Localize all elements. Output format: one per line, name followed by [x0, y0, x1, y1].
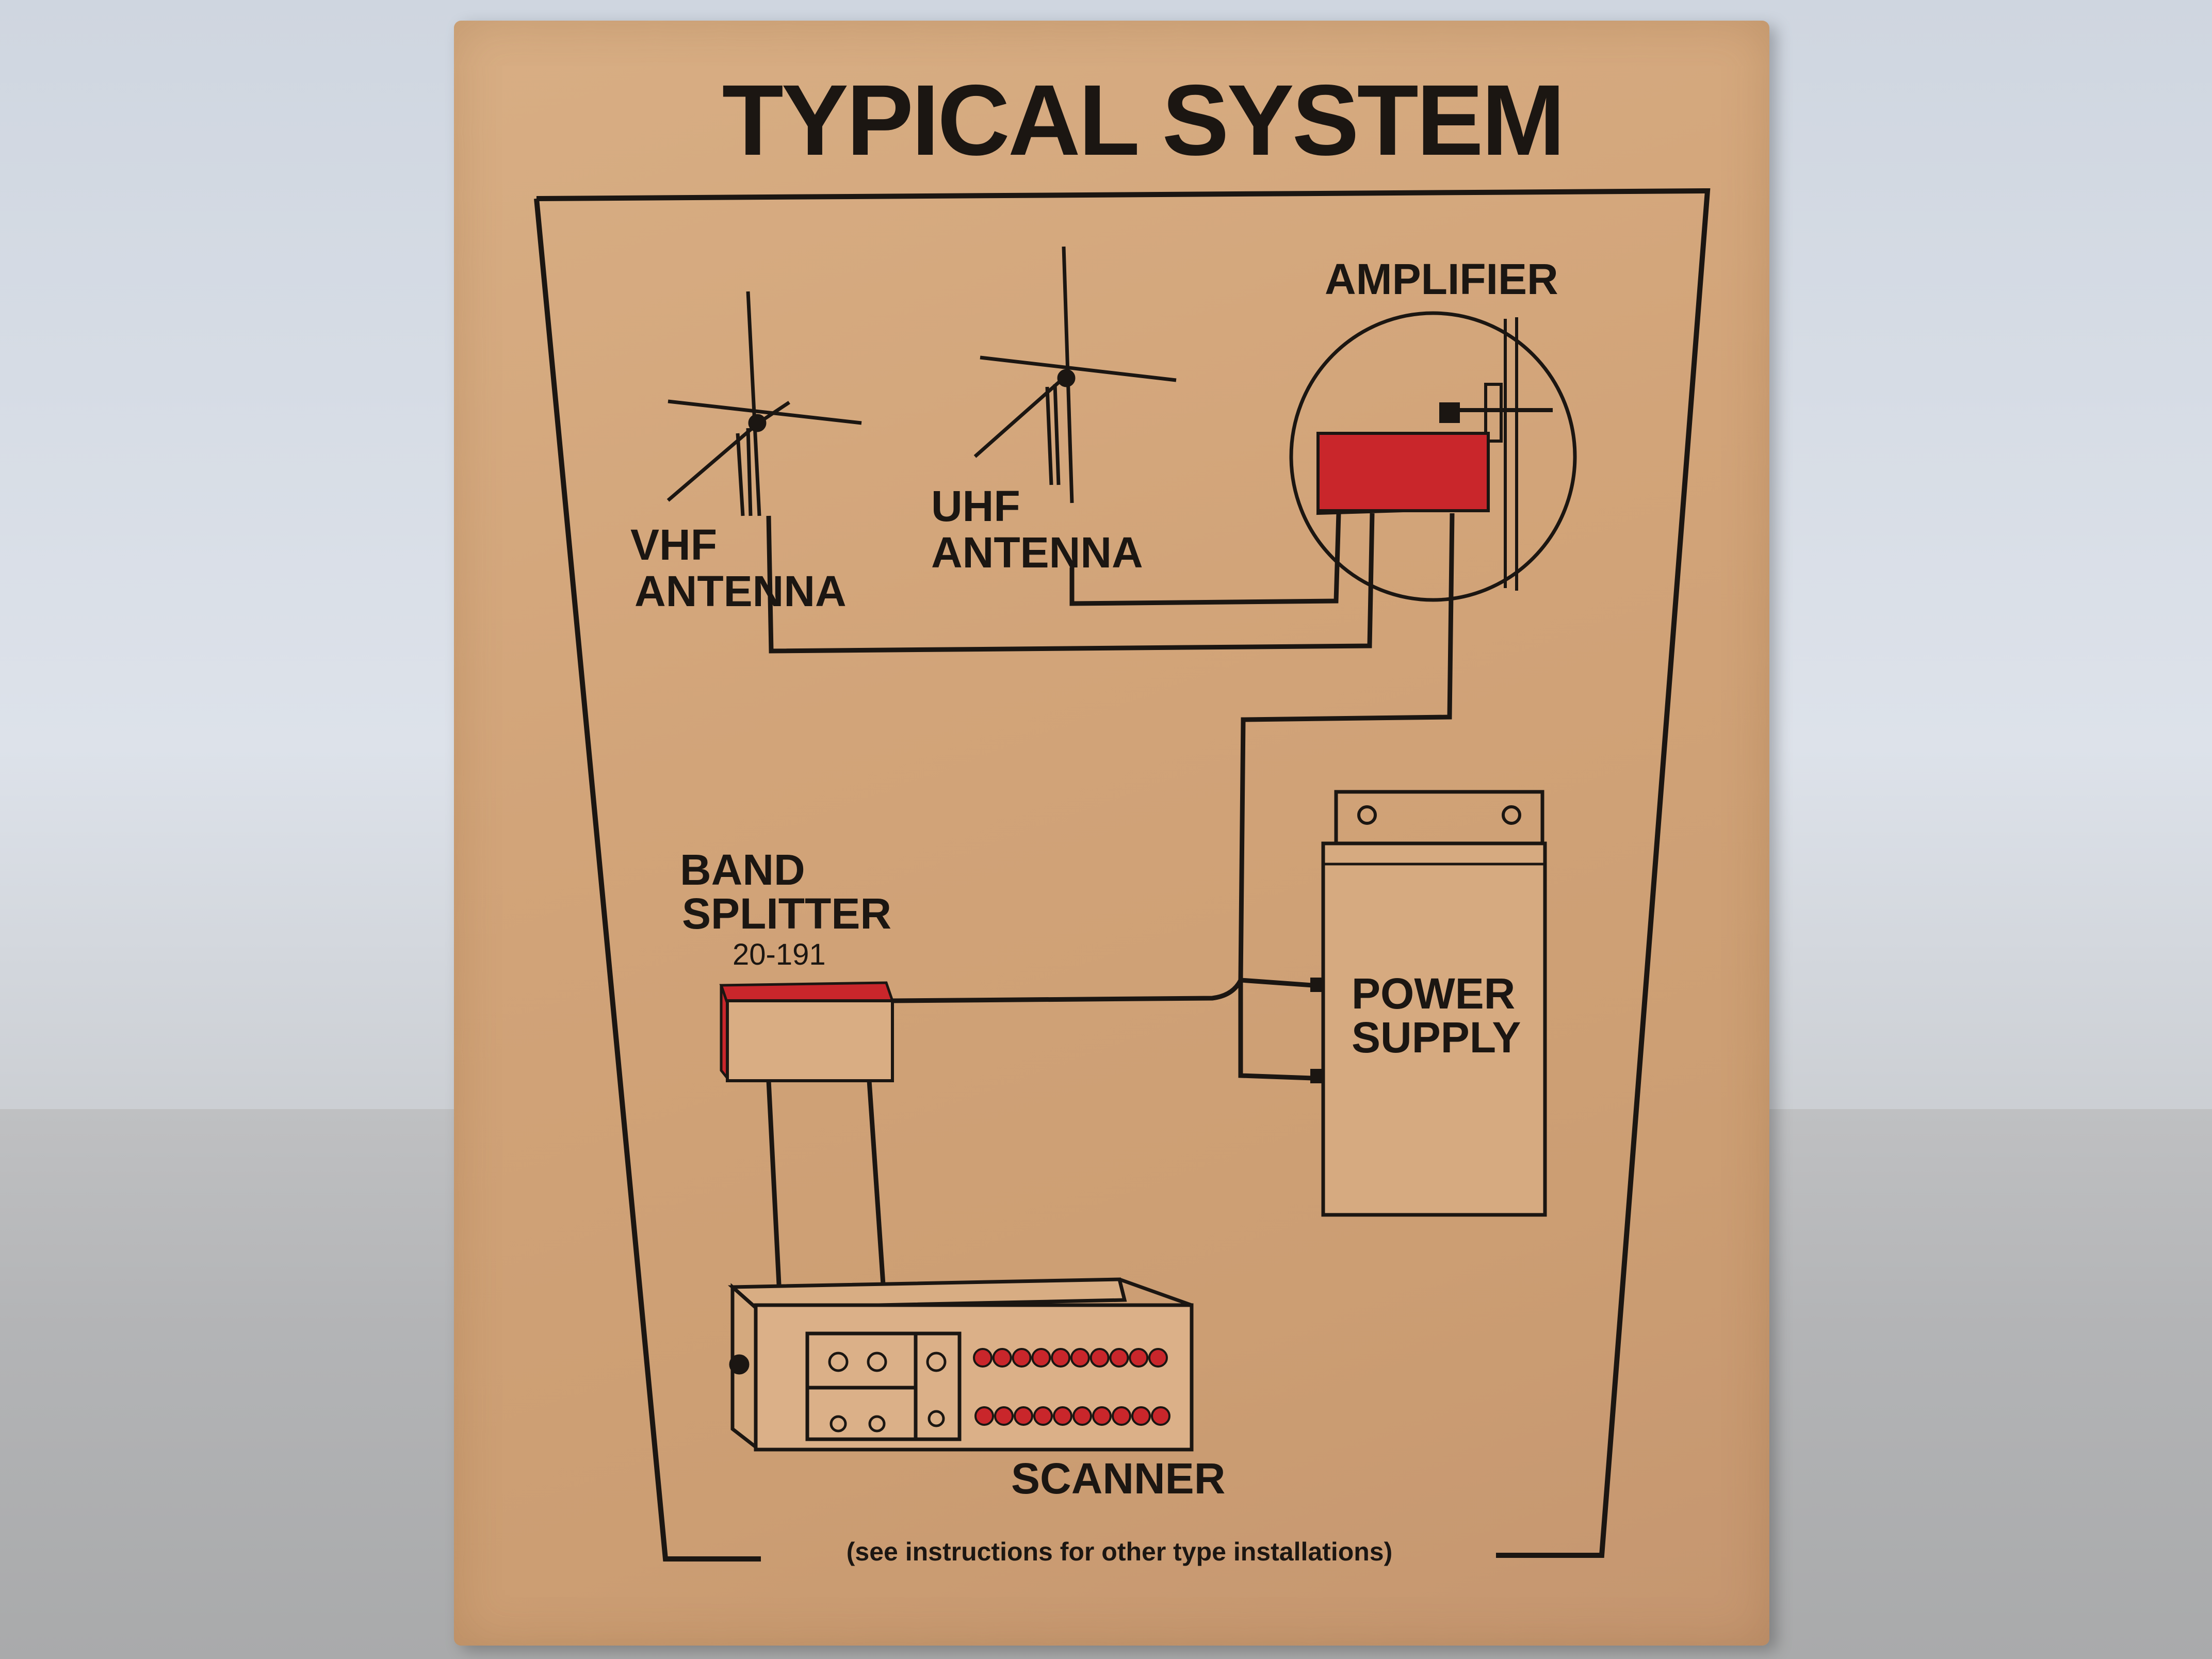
scanner-button-dot [1089, 1348, 1110, 1368]
scanner-button-dot [1070, 1348, 1090, 1368]
power-supply-icon [1310, 790, 1547, 1217]
diagram-title: TYPICAL SYSTEM [722, 64, 1564, 176]
uhf-antenna-label-2: ANTENNA [931, 528, 1143, 577]
scanner-button-dot [1072, 1406, 1092, 1426]
scanner-button-dot [1148, 1348, 1168, 1368]
antenna-cables [766, 513, 1375, 654]
frame-border [534, 188, 1711, 1562]
power-supply-label-1: POWER [1352, 969, 1515, 1018]
scanner-button-dot [1012, 1348, 1032, 1368]
power-supply-label-2: SUPPLY [1352, 1013, 1521, 1062]
scanner-button-dot [1129, 1348, 1149, 1368]
scanner-button-dot [1109, 1348, 1129, 1368]
scanner-button-dot [1092, 1406, 1112, 1426]
scanner-button-dot [1031, 1348, 1051, 1368]
scanner-button-dot [994, 1406, 1014, 1426]
scanner-button-dot [1051, 1348, 1071, 1368]
scanner-button-dot [1053, 1406, 1072, 1426]
footnote: (see instructions for other type install… [847, 1537, 1393, 1566]
band-splitter-model: 20-191 [733, 938, 826, 971]
amplifier-icon [1289, 311, 1577, 602]
scanner-button-dot [1014, 1406, 1033, 1426]
vhf-antenna-icon [666, 291, 862, 516]
band-splitter-label-2: SPLITTER [682, 889, 891, 938]
scanner-button-dot [1033, 1406, 1053, 1426]
scanner-button-dot [992, 1348, 1012, 1368]
scanner-button-dot [1131, 1406, 1151, 1426]
vhf-antenna-label-2: ANTENNA [635, 567, 847, 615]
scanner-button-dot [1112, 1406, 1131, 1426]
band-splitter-icon [719, 981, 894, 1082]
scanner-button-dot [974, 1406, 994, 1426]
uhf-antenna-icon [973, 246, 1177, 503]
amp-power-cable [1238, 513, 1455, 1081]
splitter-power-cable [892, 979, 1243, 1003]
splitter-scanner-cables [766, 1080, 886, 1285]
scanner-label: SCANNER [1011, 1454, 1225, 1503]
scanner-buttons [973, 1348, 1170, 1426]
uhf-antenna-label-1: UHF [931, 482, 1020, 530]
scanner-button-dot [973, 1348, 993, 1368]
band-splitter-label-1: BAND [680, 845, 805, 894]
vhf-antenna-label-1: VHF [630, 521, 717, 569]
amplifier-label: AMPLIFIER [1325, 255, 1558, 303]
scanner-button-dot [1151, 1406, 1170, 1426]
